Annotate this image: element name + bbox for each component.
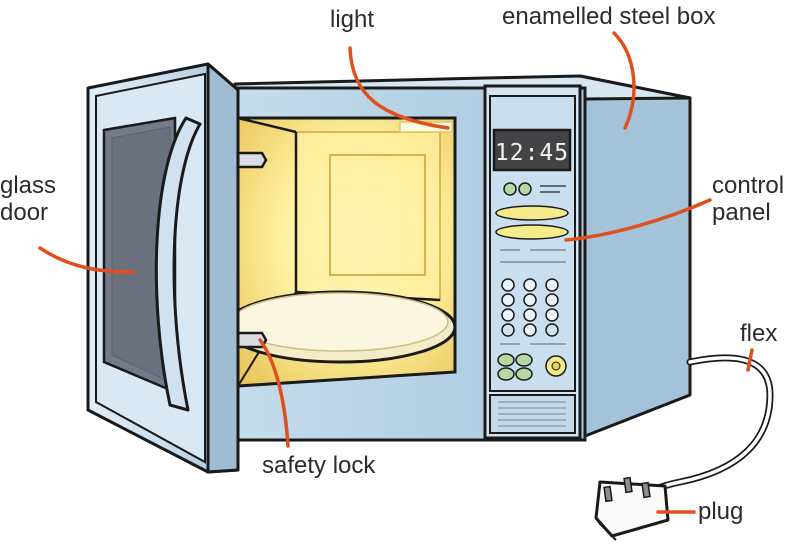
label-glass-door-line1: glass [0, 172, 57, 199]
oven-light [399, 121, 453, 133]
leader-safety-lock [258, 338, 290, 448]
clock-display: 12:45 [492, 128, 572, 172]
turntable [223, 290, 457, 364]
steel-box-side [578, 74, 692, 440]
leader-control-panel [564, 198, 712, 242]
leader-glass-door [38, 246, 135, 274]
door-handle [154, 116, 202, 412]
label-flex: flex [740, 320, 778, 347]
label-control-panel-line1: control [712, 172, 785, 199]
safety-lock-top [236, 151, 268, 169]
label-light: light [330, 6, 375, 33]
plug [594, 476, 670, 541]
label-glass-door: glass door [0, 172, 56, 226]
clock-display-time: 12:45 [495, 140, 569, 166]
leader-flex [746, 348, 754, 372]
label-safety-lock: safety lock [262, 452, 376, 479]
leader-lines [38, 31, 754, 514]
label-control-panel: control panel [712, 172, 784, 226]
panel-buttons [495, 182, 569, 381]
label-glass-door-line2: door [0, 199, 49, 226]
label-control-panel-line2: panel [712, 199, 771, 226]
leader-light [348, 46, 450, 130]
label-enamelled-steel-box: enamelled steel box [502, 3, 716, 30]
leader-steel-box [612, 31, 636, 130]
label-plug: plug [698, 498, 744, 525]
vent-grille [489, 394, 576, 434]
